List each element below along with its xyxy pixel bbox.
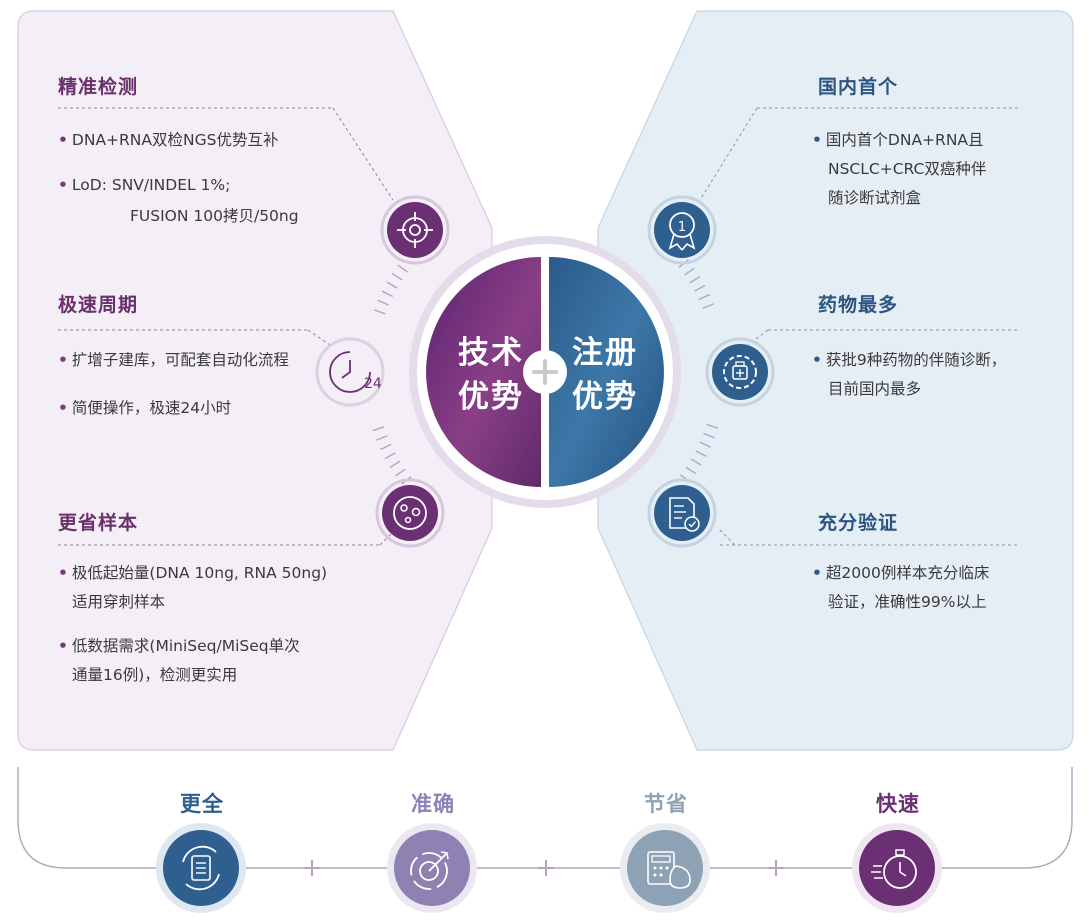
target-icon [380, 195, 450, 265]
refresh-document-icon [156, 823, 246, 913]
bottom-plus-signs [304, 860, 784, 876]
center-right-line1: 注册 [572, 335, 638, 371]
bottom-label-complete: 更全 [180, 792, 224, 816]
left-heading-sample: 更省样本 [58, 512, 139, 534]
arc-hatch [706, 423, 719, 429]
clock-24-icon [315, 337, 385, 407]
right-item-continuation: 目前国内最多 [828, 380, 922, 398]
arc-hatch [389, 460, 401, 468]
right-item-continuation: 随诊断试剂盒 [828, 189, 922, 207]
arc-hatch [685, 466, 697, 475]
left-heading-speed: 极速周期 [58, 294, 139, 316]
right-item-continuation: 验证，准确性99%以上 [828, 593, 987, 611]
left-item: •LoD: SNV/INDEL 1%; [58, 176, 231, 194]
center-left-line2: 优势 [458, 379, 524, 415]
arc-hatch [699, 441, 711, 448]
arc-hatch [395, 468, 406, 477]
center-left-line1: 技术 [458, 335, 524, 371]
arc-hatch [380, 443, 392, 451]
center-plus-icon [532, 359, 558, 385]
left-item-continuation: 通量16例)，检测更实用 [72, 666, 238, 684]
gear-medicine-icon [705, 337, 775, 407]
center-right-line2: 优势 [572, 379, 638, 415]
arc-hatch [703, 432, 715, 439]
bottom-label-fast: 快速 [876, 792, 920, 816]
right-item: •获批9种药物的伴随诊断， [812, 351, 1007, 369]
arc-hatch [376, 435, 388, 441]
bottom-label-accurate: 准确 [411, 792, 455, 816]
left-item: •低数据需求(MiniSeq/MiSeq单次 [58, 637, 300, 655]
medal-1-icon [647, 195, 717, 265]
arc-hatches [372, 259, 719, 485]
right-panel [597, 10, 1074, 751]
arc-hatch [695, 450, 707, 457]
right-heading-drugs: 药物最多 [818, 294, 899, 316]
bottom-label-saving: 节省 [644, 792, 688, 816]
left-underlines [58, 107, 380, 546]
arc-hatch [397, 264, 408, 273]
stopwatch-icon [852, 823, 942, 913]
document-check-icon [647, 478, 717, 548]
left-panel [17, 10, 493, 751]
left-item-continuation: 适用穿刺样本 [72, 593, 166, 611]
arc-hatch [372, 426, 385, 432]
arc-hatch [391, 272, 403, 281]
center-right-half [549, 257, 664, 487]
arc-hatch [698, 293, 710, 301]
right-item: •超2000例样本充分临床 [812, 564, 990, 582]
clock-24-label: 24 [364, 376, 382, 392]
arc-hatch [702, 303, 714, 309]
cells-icon [375, 478, 445, 548]
dart-target-icon [387, 823, 477, 913]
arc-hatch [381, 290, 393, 297]
arc-hatch [384, 452, 396, 460]
arc-hatch [689, 276, 701, 284]
right-item: •国内首个DNA+RNA且 [812, 131, 984, 149]
arc-hatch [694, 284, 706, 292]
arc-hatch [373, 309, 386, 315]
calculator-moneybag-icon [620, 823, 710, 913]
left-item: •简便操作，极速24小时 [58, 399, 232, 417]
medal-1-label: 1 [678, 220, 686, 235]
right-item-continuation: NSCLC+CRC双癌种伴 [828, 160, 987, 178]
arc-hatch [690, 458, 702, 466]
left-leaders [307, 107, 396, 546]
left-item: •DNA+RNA双检NGS优势互补 [58, 131, 279, 149]
right-underlines [720, 107, 1020, 546]
left-item: •扩增子建库，可配套自动化流程 [58, 351, 289, 369]
left-heading-precise: 精准检测 [58, 76, 139, 98]
arc-hatch [684, 267, 695, 276]
center-left-half [426, 257, 541, 487]
arc-hatch [377, 299, 389, 306]
left-item: •极低起始量(DNA 10ng, RNA 50ng) [58, 564, 328, 582]
right-heading-first: 国内首个 [818, 76, 899, 98]
right-heading-validation: 充分验证 [818, 512, 899, 534]
left-item-continuation: FUSION 100拷贝/50ng [130, 207, 299, 225]
arc-hatch [386, 281, 398, 289]
